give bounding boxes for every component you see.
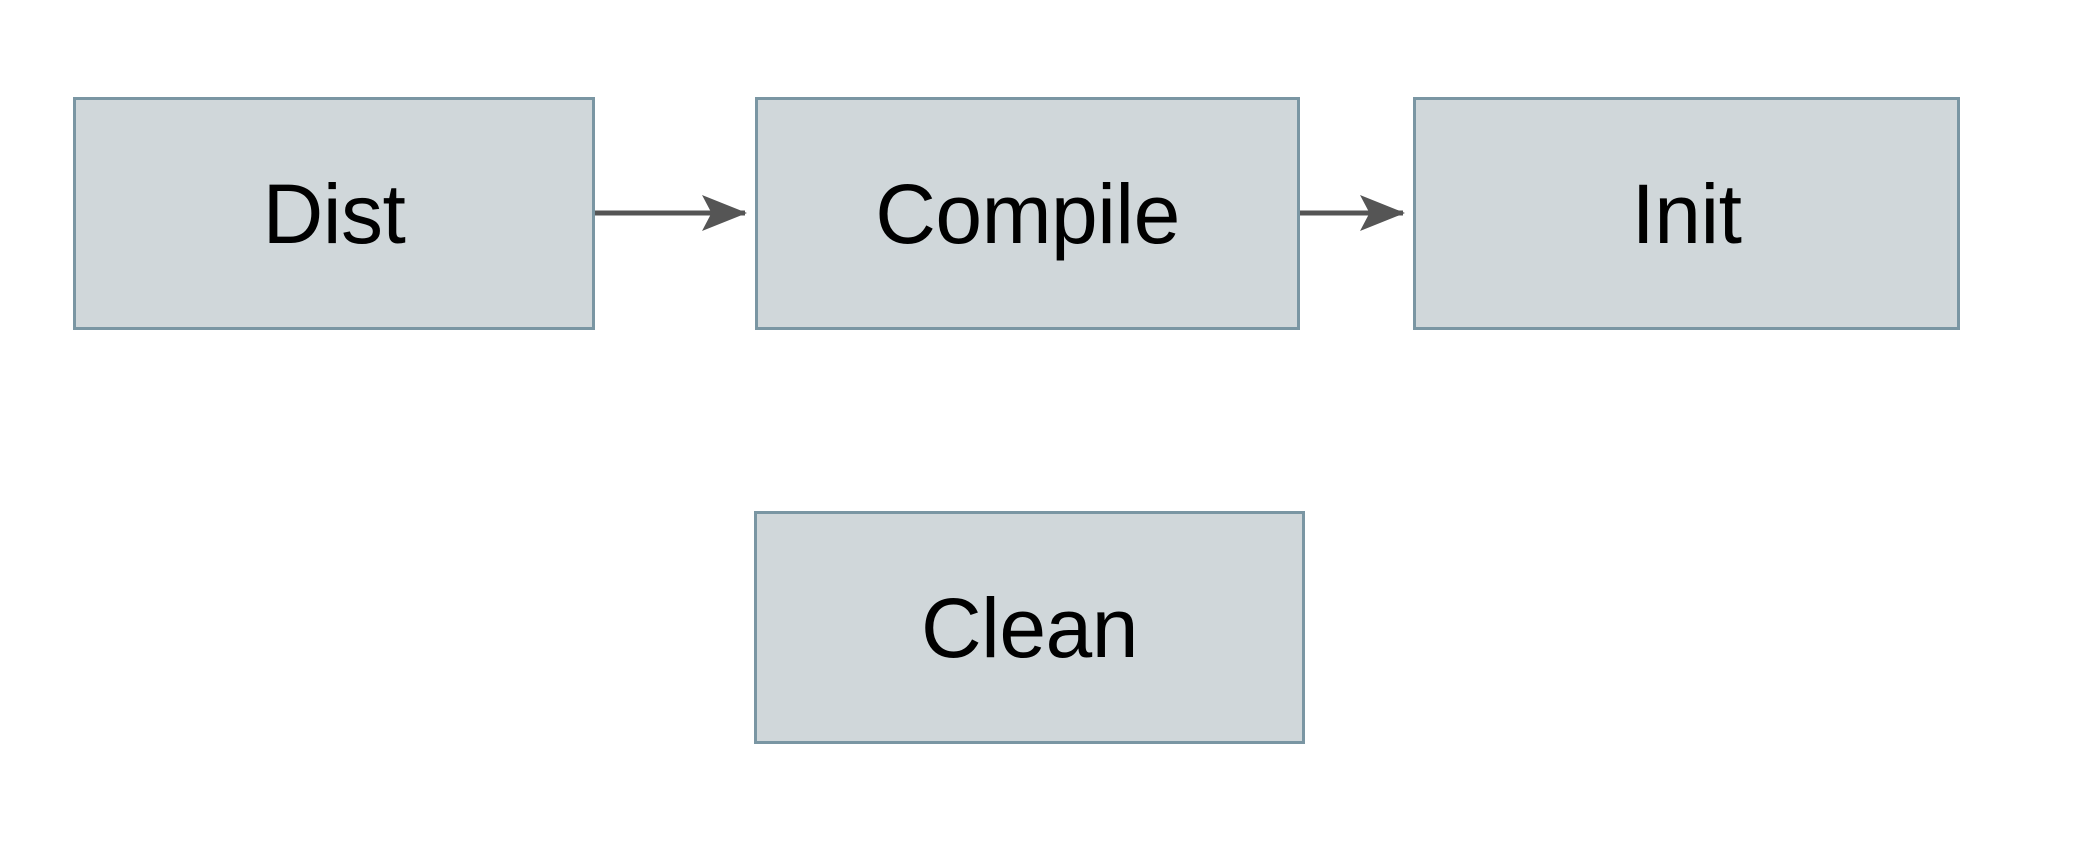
- edge-dist-to-compile-hitbox[interactable]: [595, 196, 755, 230]
- node-clean[interactable]: Clean: [754, 511, 1305, 744]
- node-clean-label: Clean: [921, 580, 1138, 675]
- node-dist-label: Dist: [262, 166, 406, 261]
- node-init[interactable]: Init: [1413, 97, 1960, 330]
- edge-compile-to-init-hitbox[interactable]: [1300, 196, 1413, 230]
- node-compile-label: Compile: [875, 166, 1180, 261]
- node-compile[interactable]: Compile: [755, 97, 1300, 330]
- node-init-label: Init: [1631, 166, 1742, 261]
- node-dist[interactable]: Dist: [73, 97, 595, 330]
